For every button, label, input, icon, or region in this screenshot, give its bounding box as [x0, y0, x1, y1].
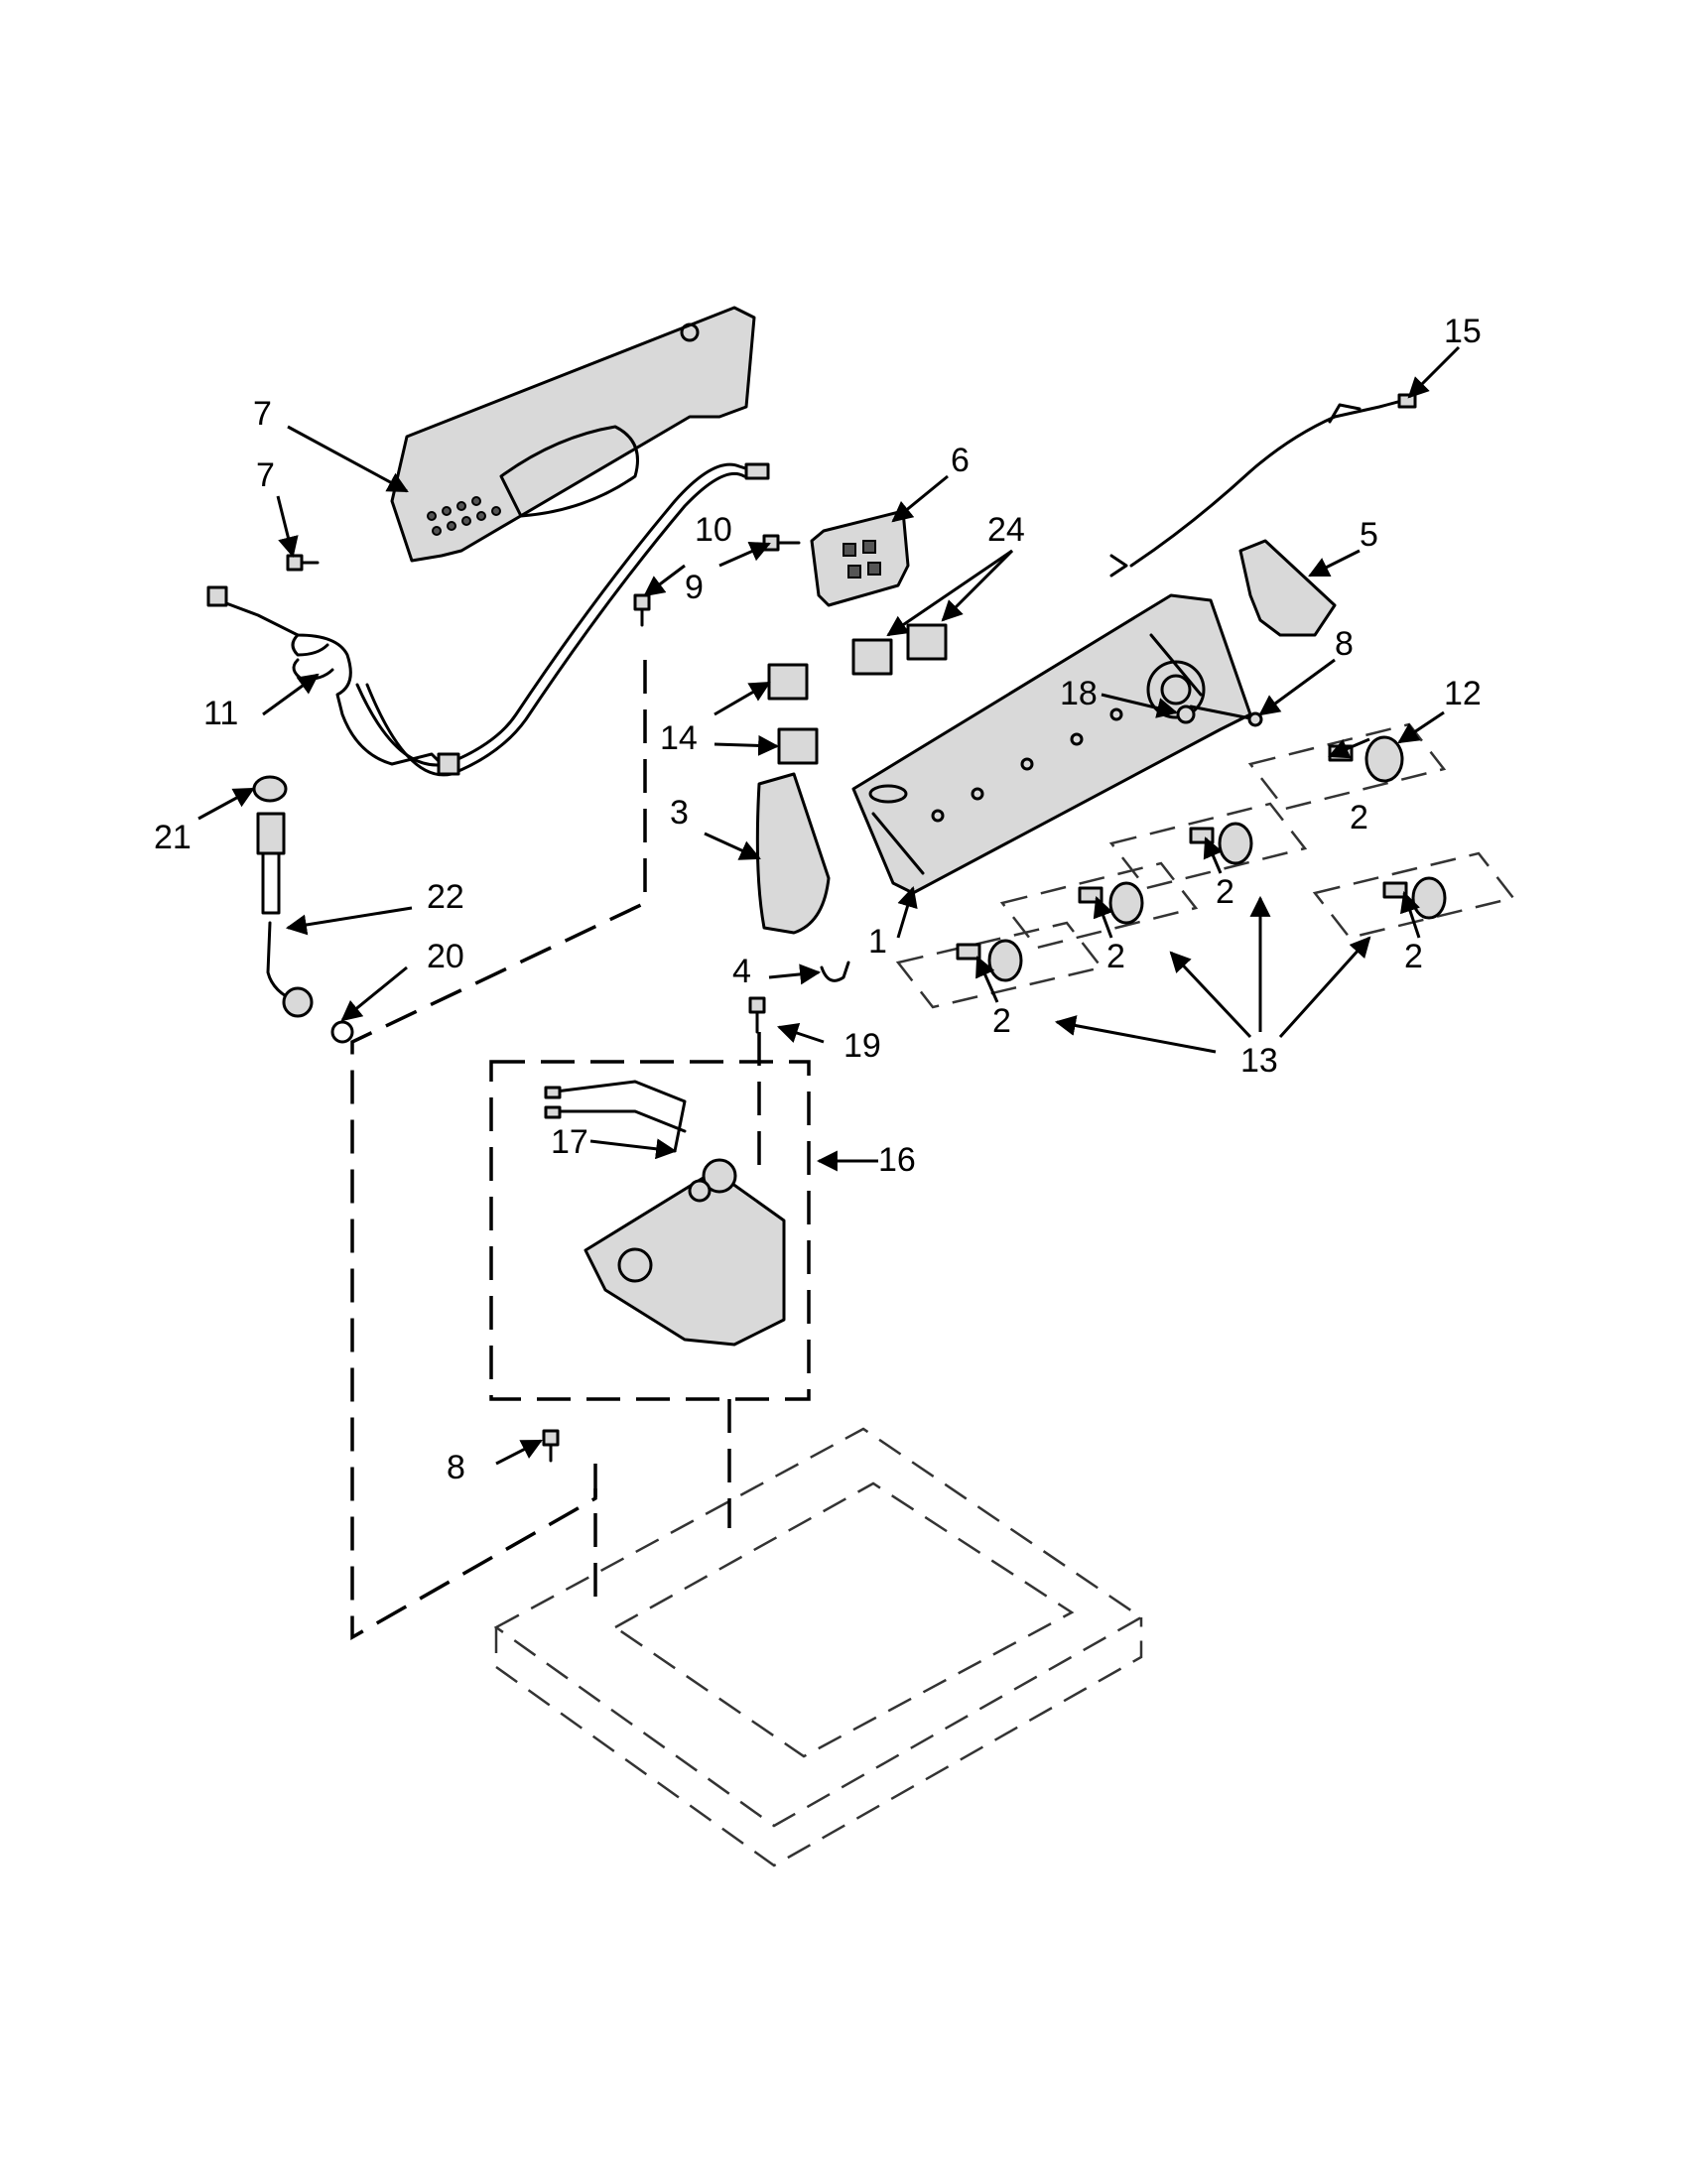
callout-13: 12: [1444, 675, 1482, 712]
callout-2-b: 2: [1106, 938, 1125, 975]
callout-4: 5: [1360, 516, 1378, 554]
screw-8-bottom-part: [542, 1429, 560, 1463]
valve-assembly-17: [489, 1060, 811, 1401]
leader-lines: [197, 345, 1461, 1466]
clip-5-part: [820, 961, 850, 982]
shaft-9-part: [1189, 705, 1263, 727]
harness-16-part: [1109, 393, 1417, 578]
knob-group-b: [999, 861, 1199, 950]
callout-14: 13: [1240, 1042, 1278, 1080]
callout-20: 18: [1060, 675, 1098, 712]
wire-harness-part: [355, 462, 770, 777]
cabinet-top: [493, 1427, 1144, 1867]
callout-12: 10: [695, 511, 732, 549]
callout-21: 20: [427, 938, 464, 975]
screw-19-part: [748, 996, 766, 1034]
callout-1: 1: [868, 923, 887, 961]
dashed-connection-lines: [350, 660, 761, 1641]
harness-18-part: [544, 1080, 687, 1153]
switch-24-parts: [851, 623, 948, 676]
screw-12-part: [633, 593, 651, 627]
callout-6: 6: [951, 442, 970, 479]
callout-8-top: 7: [256, 456, 275, 494]
callout-2-d: 2: [1350, 799, 1368, 836]
callout-18: 17: [551, 1123, 588, 1161]
inlet-hose-part: [252, 775, 354, 1044]
power-cord-part: [206, 585, 449, 771]
screw-10-part: [762, 534, 801, 552]
knob-group-d: [1247, 722, 1447, 811]
knob-group-a: [895, 921, 1104, 1009]
callout-7: 7: [253, 395, 272, 433]
callout-23: 22: [427, 878, 464, 916]
callout-10: 9: [685, 569, 704, 606]
knob-groups: [895, 722, 1516, 1009]
callout-11: 11: [203, 695, 238, 732]
callout-labels: 7 7 6 24 15 5 8 18 12 10 9 14 11 21 3 22…: [154, 313, 1482, 1486]
bracket-4-part: [1238, 539, 1337, 637]
callout-16: 15: [1444, 313, 1482, 350]
control-board-part: [810, 509, 910, 607]
callout-8-bottom: 8: [447, 1449, 465, 1486]
callout-19: 19: [844, 1027, 881, 1065]
callout-15: 14: [660, 719, 698, 757]
callout-17: 16: [878, 1141, 916, 1179]
callout-9: 8: [1335, 625, 1354, 663]
callout-2-c: 2: [1216, 873, 1234, 911]
screw-8-top-part: [286, 554, 320, 572]
console-part: [851, 593, 1252, 895]
clip-20-part: [1176, 705, 1196, 724]
callout-24: 24: [987, 511, 1025, 549]
callout-22: 21: [154, 819, 192, 856]
callout-5: 4: [732, 953, 751, 990]
switch-15-parts: [767, 663, 819, 765]
knob-group-e: [1312, 851, 1516, 940]
callout-3: 3: [670, 794, 689, 832]
cover-3-part: [755, 772, 831, 935]
callout-2-e: 2: [1404, 938, 1423, 975]
rear-panel-part: [390, 306, 756, 563]
callout-2-a: 2: [992, 1002, 1011, 1040]
